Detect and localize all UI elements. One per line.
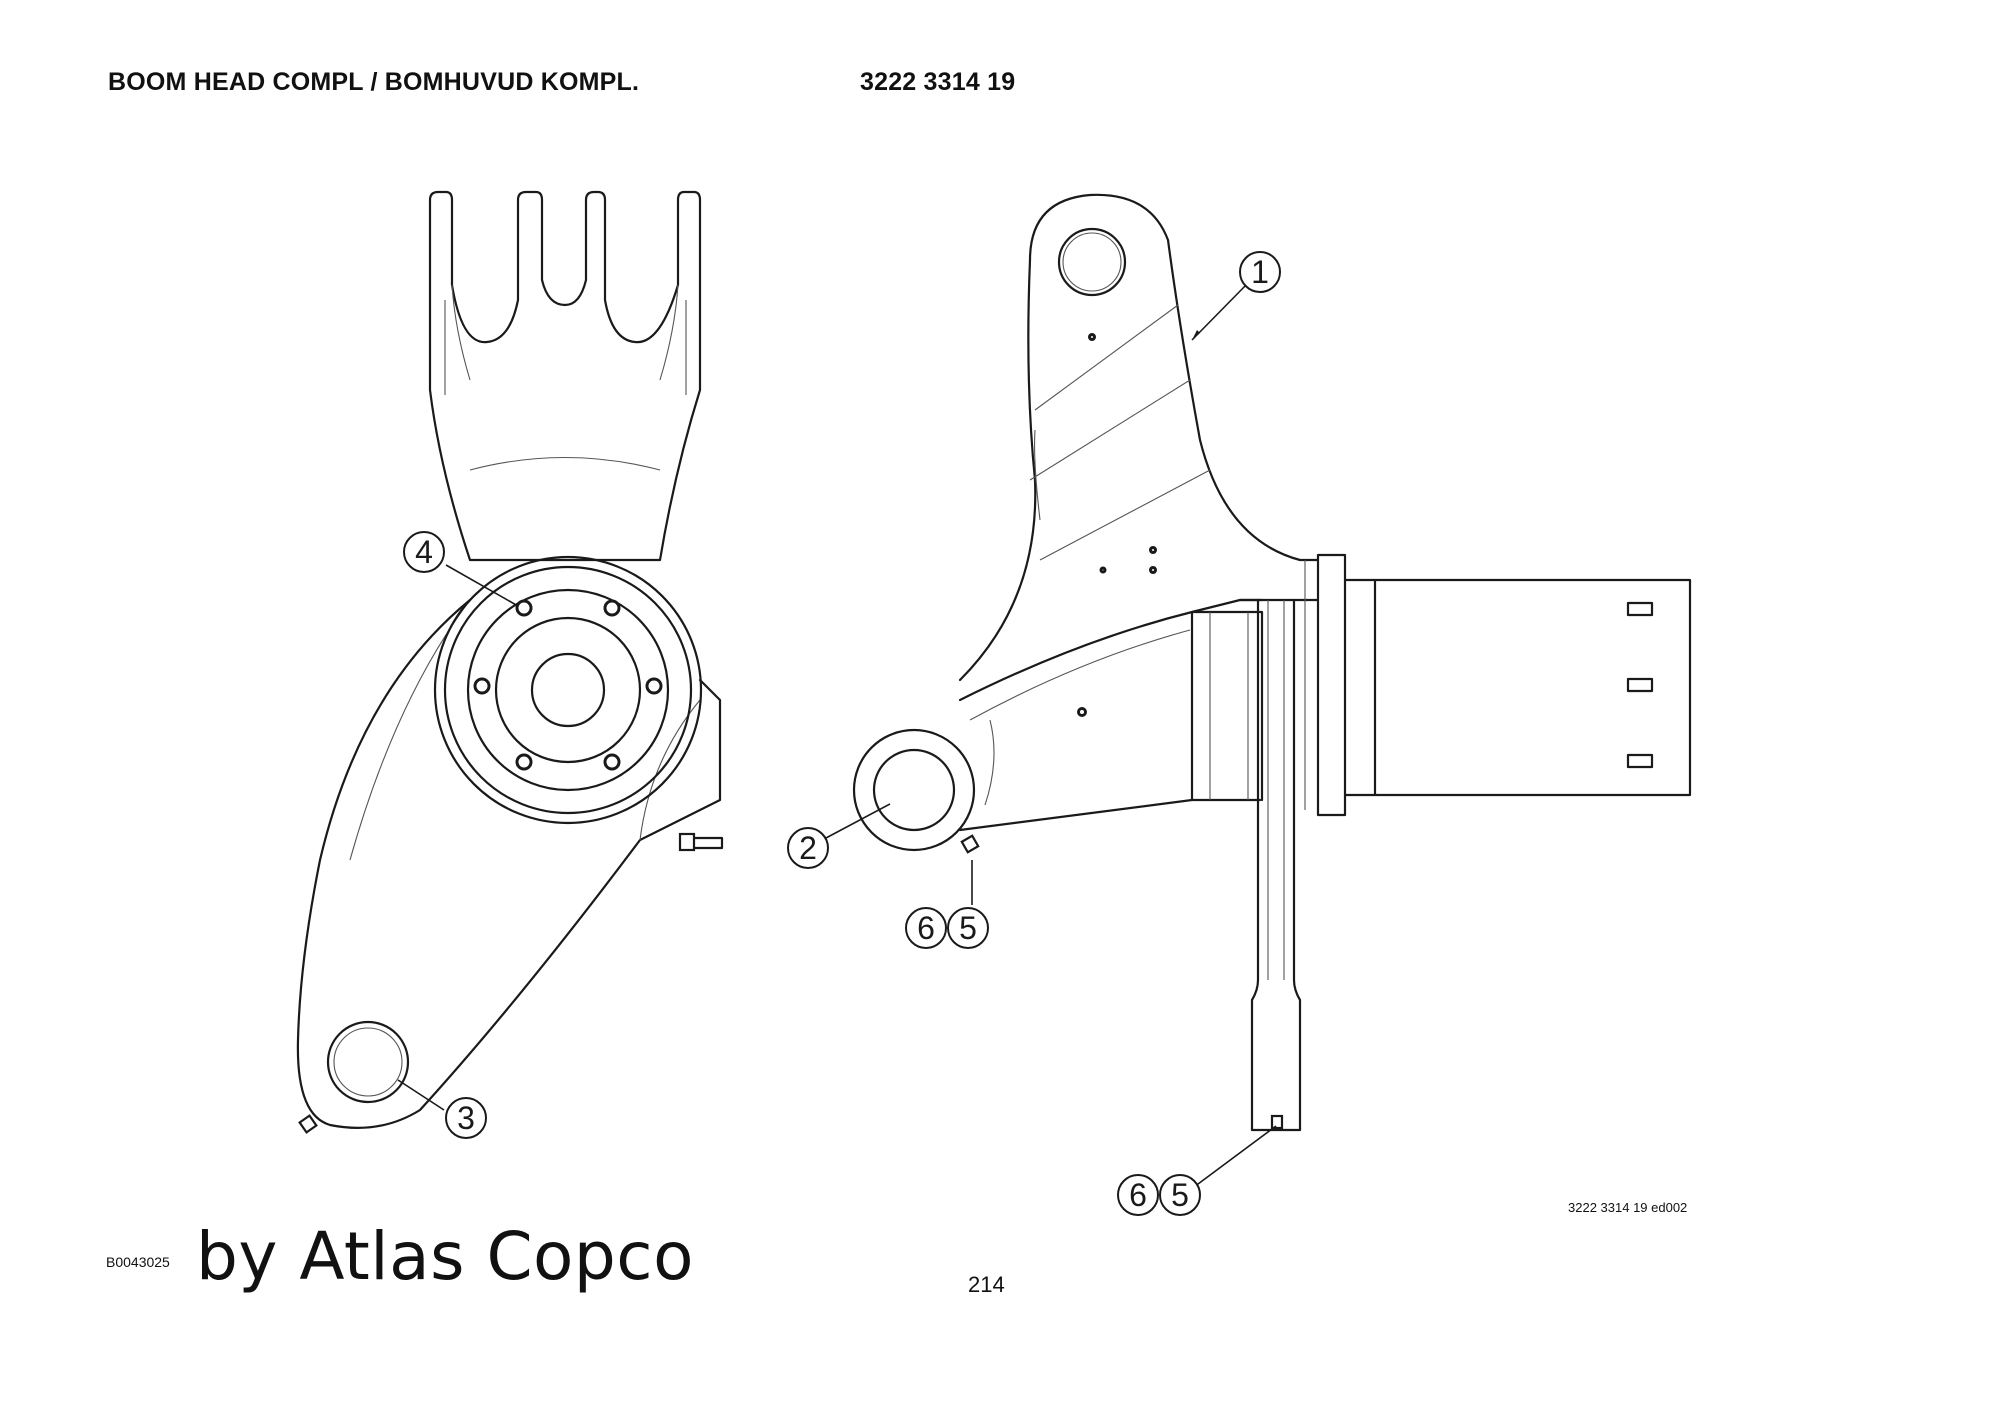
- callout-6-lower: 6: [1117, 1174, 1159, 1216]
- hub-bore: [530, 652, 606, 728]
- callout-1: 1: [1239, 251, 1281, 293]
- figure-id: B0043025: [106, 1254, 170, 1270]
- page-title: BOOM HEAD COMPL / BOMHUVUD KOMPL.: [108, 68, 640, 96]
- right-view: [852, 193, 1692, 1132]
- svg-text:2: 2: [799, 830, 817, 866]
- svg-text:5: 5: [959, 910, 977, 946]
- lower-pin-ring: [326, 1020, 410, 1104]
- lower-arm: [296, 598, 722, 1129]
- svg-text:6: 6: [917, 910, 935, 946]
- brand-text: by Atlas Copco: [196, 1218, 694, 1295]
- lower-tab: [1250, 598, 1302, 1132]
- leader-lines: [397, 282, 1277, 1188]
- hub-outer: [433, 555, 703, 825]
- left-view: [296, 190, 724, 1134]
- svg-text:4: 4: [415, 534, 433, 570]
- callout-6-upper: 6: [905, 907, 947, 949]
- part-number: 3222 3314 19: [860, 68, 1016, 96]
- svg-text:6: 6: [1129, 1177, 1147, 1213]
- upper-pin: [1057, 227, 1127, 297]
- fork-body: [428, 190, 702, 562]
- edition-label: 3222 3314 19 ed002: [1568, 1200, 1688, 1215]
- callout-2: 2: [787, 827, 829, 869]
- svg-text:5: 5: [1171, 1177, 1189, 1213]
- callout-3: 3: [445, 1097, 487, 1139]
- grease-nipple: [678, 832, 696, 852]
- upper-link: [1028, 193, 1320, 562]
- callout-5-upper: 5: [947, 907, 989, 949]
- svg-text:1: 1: [1251, 254, 1269, 290]
- horizontal-tube: [1316, 553, 1692, 817]
- lower-pin-boss: [852, 728, 976, 852]
- svg-text:3: 3: [457, 1100, 475, 1136]
- page-number: 214: [968, 1272, 1005, 1297]
- lower-pin: [872, 748, 956, 832]
- vertical-flange: [1190, 598, 1264, 802]
- callout-4: 4: [403, 531, 445, 573]
- callout-5-lower: 5: [1159, 1174, 1201, 1216]
